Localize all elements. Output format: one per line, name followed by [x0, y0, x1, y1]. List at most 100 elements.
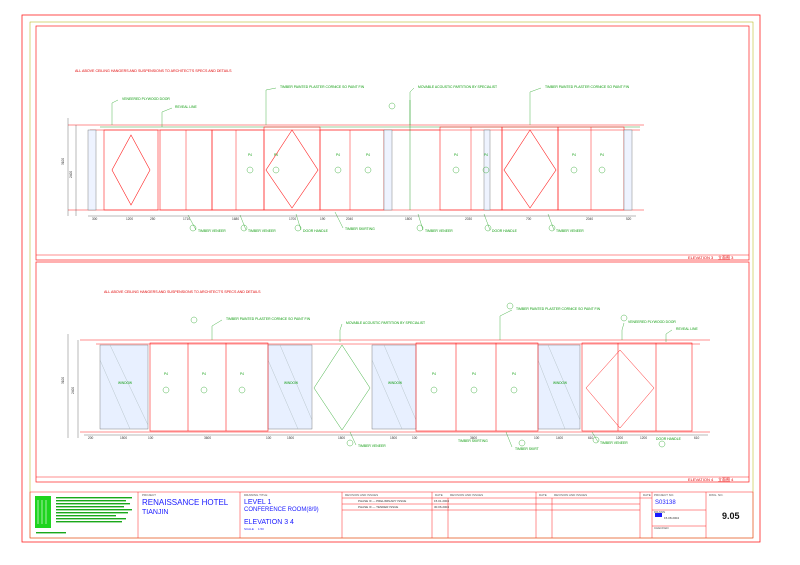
callout-reveal-line: REVEAL LINE	[175, 105, 197, 109]
panel-tag: P4	[600, 153, 604, 157]
svg-text:100: 100	[148, 436, 154, 440]
svg-text:1200: 1200	[640, 436, 647, 440]
svg-text:300: 300	[92, 217, 98, 221]
svg-text:1:50: 1:50	[258, 527, 264, 531]
svg-text:250: 250	[150, 217, 156, 221]
callout-door-handle-2: DOOR HANDLE	[492, 229, 518, 233]
svg-text:SCALE: SCALE	[244, 527, 254, 531]
elevation-title: ELEVATION 3 4	[244, 519, 294, 526]
svg-text:15.08.2004: 15.08.2004	[664, 516, 679, 520]
hotel-name: RENAISSANCE HOTEL	[142, 498, 229, 507]
callout-veneered-door: VENEERED PLYWOOD DOOR	[122, 97, 170, 101]
callout-acoustic-partition: MOVABLE ACOUSTIC PARTITION BY SPECIALIST	[418, 85, 497, 89]
callout-timber-veneer-1: TIMBER VENEER	[358, 444, 386, 448]
svg-text:ALL ABOVE CEILING HANGERS AND: ALL ABOVE CEILING HANGERS AND SUSPENSION…	[104, 290, 261, 294]
svg-text:190: 190	[320, 217, 326, 221]
height-label: 3100	[61, 377, 65, 384]
panel-tag: P4	[432, 372, 436, 376]
svg-text:PHASE III — TENDER ISSUE: PHASE III — TENDER ISSUE	[358, 505, 398, 509]
panel-tag: P4	[512, 372, 516, 376]
panel-tag: P4	[248, 153, 252, 157]
svg-text:200: 200	[88, 436, 94, 440]
svg-text:1800: 1800	[338, 436, 345, 440]
svg-text:1200: 1200	[126, 217, 133, 221]
svg-text:1500: 1500	[287, 436, 294, 440]
svg-text:3600: 3600	[204, 436, 211, 440]
elevation-3-right-block	[439, 126, 625, 211]
callout-timber-skirting: TIMBER SKIRTING	[345, 227, 375, 231]
callout-timber-veneer-3: TIMBER VENEER	[425, 229, 453, 233]
svg-text:REVISION AND ISSUES: REVISION AND ISSUES	[345, 493, 378, 497]
svg-text:1200: 1200	[616, 436, 623, 440]
bottom-ceiling-note: ALL ABOVE CEILING HANGERS AND SUSPENSION…	[104, 290, 261, 294]
svg-text:1500: 1500	[120, 436, 127, 440]
svg-text:3600: 3600	[470, 436, 477, 440]
callout-veneered-door: VENEERED PLYWOOD DOOR	[628, 320, 676, 324]
svg-text:DATE: DATE	[643, 493, 651, 497]
elevation-3-title: ELEVATION 3	[688, 255, 714, 260]
svg-text:520: 520	[626, 217, 632, 221]
level-title: LEVEL 1	[244, 499, 271, 506]
callout-plaster-cornice: TIMBER PAINTED PLASTER CORNICE SO PAINT …	[226, 317, 311, 321]
svg-text:DWG. NO.: DWG. NO.	[709, 493, 723, 497]
svg-text:ALL ABOVE CEILING HANGERS AND: ALL ABOVE CEILING HANGERS AND SUSPENSION…	[75, 69, 232, 73]
panel-tag: P4	[454, 153, 458, 157]
svg-text:100: 100	[266, 436, 272, 440]
window-tag: WINDOW	[284, 381, 298, 385]
project-number: S03138	[655, 500, 676, 506]
svg-text:15.01.2004: 15.01.2004	[434, 499, 449, 503]
window-tag: WINDOW	[388, 381, 402, 385]
firm-fine-print	[36, 497, 132, 534]
elevation-4-windows	[99, 344, 581, 430]
callout-timber-veneer-4: TIMBER VENEER	[556, 229, 584, 233]
elevation-4-panels	[149, 342, 693, 432]
height-label: 2400	[71, 387, 75, 394]
panel-tag: P4	[240, 372, 244, 376]
sheet-border	[21, 14, 761, 543]
elevation-3-title-cn: 立面图 3	[718, 254, 734, 260]
elevation-3-left-block	[103, 126, 385, 211]
svg-text:1700: 1700	[289, 217, 296, 221]
svg-text:2030: 2030	[465, 217, 472, 221]
svg-text:1400: 1400	[556, 436, 563, 440]
svg-text:REVISION AND ISSUES: REVISION AND ISSUES	[554, 493, 587, 497]
svg-text:2040: 2040	[586, 217, 593, 221]
height-label: 3100	[61, 158, 65, 165]
svg-text:2040: 2040	[346, 217, 353, 221]
window-tag: WINDOW	[553, 381, 567, 385]
svg-text:PHASE III — PRELIMINARY ISSUE: PHASE III — PRELIMINARY ISSUE	[358, 499, 406, 503]
svg-text:100: 100	[412, 436, 418, 440]
callout-plaster-cornice: TIMBER PAINTED PLASTER CORNICE SO PAINT …	[280, 85, 365, 89]
callout-timber-veneer-2: TIMBER VENEER	[248, 229, 276, 233]
panel-tag: P4	[336, 153, 340, 157]
svg-text:DRAWING TITLE: DRAWING TITLE	[244, 493, 267, 497]
svg-text:30.06.2004: 30.06.2004	[434, 505, 449, 509]
panel-tag: P4	[202, 372, 206, 376]
svg-text:PROJECT: PROJECT	[142, 493, 156, 497]
title-block	[29, 491, 754, 539]
svg-text:DRAWN: DRAWN	[654, 510, 665, 514]
svg-text:1500: 1500	[390, 436, 397, 440]
callout-acoustic-partition: MOVABLE ACOUSTIC PARTITION BY SPECIALIST	[346, 321, 425, 325]
callout-plaster-cornice-2: TIMBER PAINTED PLASTER CORNICE SO PAINT …	[545, 85, 630, 89]
svg-text:CHECKED: CHECKED	[654, 526, 670, 530]
svg-text:PROJECT NO.: PROJECT NO.	[654, 493, 674, 497]
panel-tag: P4	[164, 372, 168, 376]
panel-tag: P4	[366, 153, 370, 157]
height-label: 2400	[69, 171, 73, 178]
svg-text:1680: 1680	[232, 217, 239, 221]
callout-reveal-line: REVEAL LINE	[676, 327, 698, 331]
callout-door-handle: DOOR HANDLE	[656, 437, 682, 441]
room-title: CONFERENCE ROOM(8/9)	[244, 507, 319, 513]
svg-text:1710: 1710	[183, 217, 190, 221]
callout-timber-skirt: TIMBER SKIRT	[515, 447, 539, 451]
callout-timber-veneer-1: TIMBER VENEER	[198, 229, 226, 233]
panel-tag: P4	[472, 372, 476, 376]
svg-text:1800: 1800	[405, 217, 412, 221]
callout-timber-veneer-2: TIMBER VENEER	[600, 441, 628, 445]
drawing-number: 9.05	[722, 511, 740, 521]
elevation-4-title: ELEVATION 4	[688, 477, 714, 482]
firm-logo	[35, 496, 51, 528]
elevation-3-frame	[35, 25, 750, 261]
